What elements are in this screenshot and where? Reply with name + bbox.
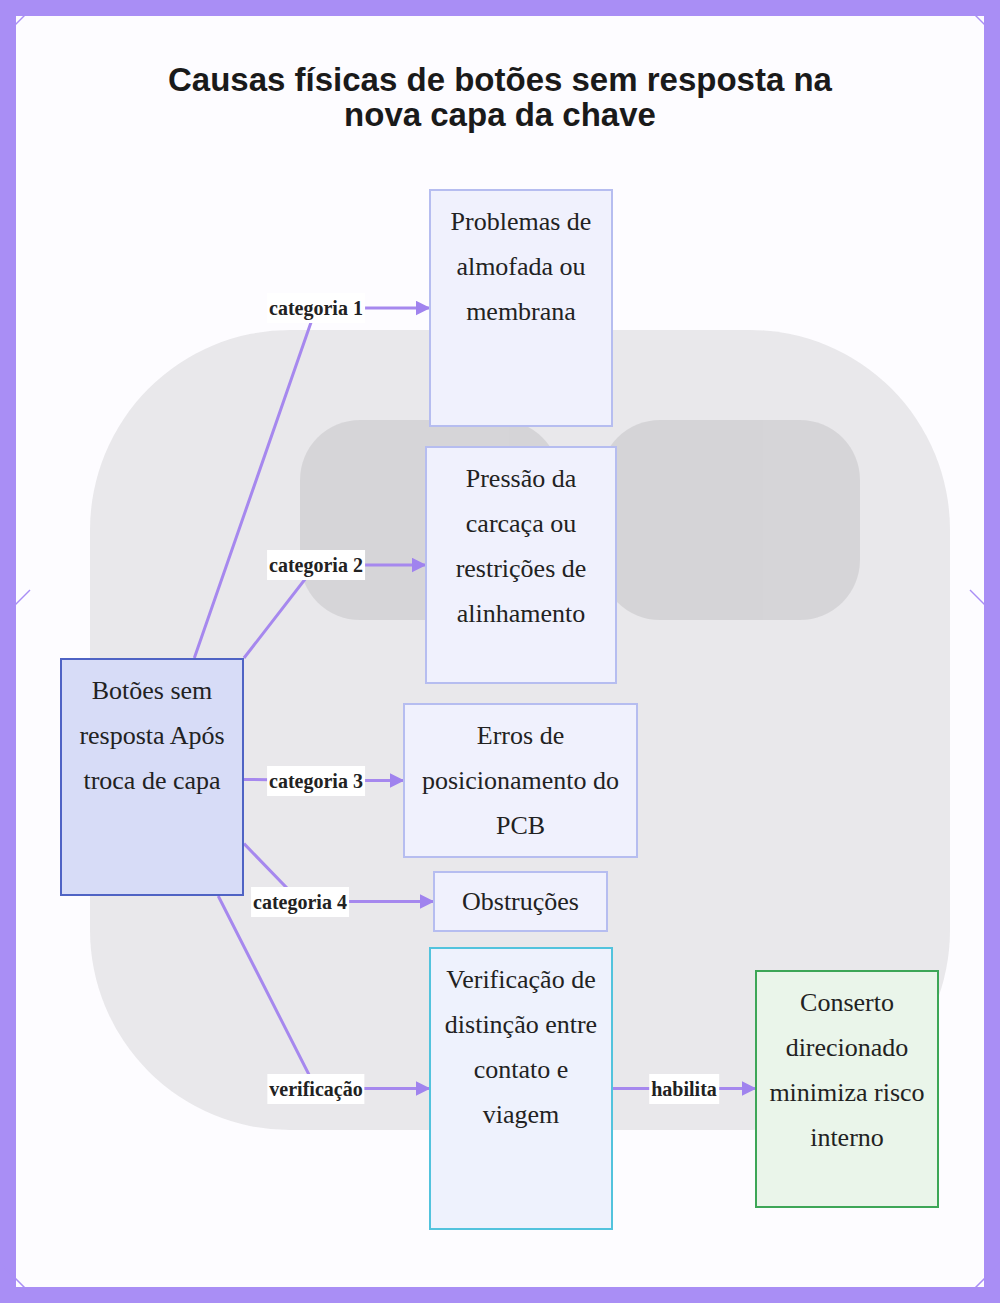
frame-tick: [970, 10, 1000, 40]
cause-box: Erros de posicionamento do PCB: [403, 703, 638, 858]
edge-label: verificação: [267, 1074, 364, 1104]
node-text-group: Conserto direcionado minimiza risco inte…: [767, 980, 927, 1160]
diagram-title: Causas físicas de botões sem resposta na…: [150, 62, 850, 132]
node-text-group: Obstruções: [462, 879, 579, 924]
node-text-group: Erros de posicionamento do PCB: [415, 713, 626, 848]
connector-arrow: [194, 308, 429, 658]
node-text-group: Verificação de distinção entre contato e…: [441, 957, 601, 1137]
node-text: Verificação de distinção entre contato e…: [441, 957, 601, 1137]
connector-arrow: [218, 896, 429, 1089]
node-text-group: Problemas de almofada ou membrana: [441, 199, 601, 334]
frame-tick: [0, 590, 30, 620]
key-button-shape: [600, 420, 860, 620]
edge-label: habilita: [649, 1074, 719, 1104]
cause-box: Conserto direcionado minimiza risco inte…: [755, 970, 939, 1208]
node-text-group: Pressão da carcaça ou restrições de alin…: [437, 456, 605, 636]
frame-tick: [0, 10, 30, 40]
edge-label: categoria 2: [267, 550, 365, 580]
node-text: Erros de posicionamento do PCB: [415, 713, 626, 848]
node-text: Pressão da carcaça ou restrições de alin…: [437, 456, 605, 636]
cause-box: Pressão da carcaça ou restrições de alin…: [425, 446, 617, 684]
cause-box: Obstruções: [433, 871, 608, 932]
node-text: Conserto direcionado minimiza risco inte…: [767, 980, 927, 1160]
cause-box: Verificação de distinção entre contato e…: [429, 947, 613, 1230]
node-text: Obstruções: [462, 879, 579, 924]
root-box: Botões sem resposta Após troca de capa: [60, 658, 244, 896]
frame-tick: [0, 1263, 30, 1293]
node-text: Botões sem resposta Após troca de capa: [72, 668, 232, 803]
frame-tick: [970, 1263, 1000, 1293]
edge-label: categoria 1: [267, 293, 365, 323]
edge-label: categoria 3: [267, 766, 365, 796]
node-text: Problemas de almofada ou membrana: [441, 199, 601, 334]
frame-tick: [970, 590, 1000, 620]
node-text-group: Botões sem resposta Após troca de capa: [72, 668, 232, 803]
cause-box: Problemas de almofada ou membrana: [429, 189, 613, 427]
edge-label: categoria 4: [251, 887, 349, 917]
